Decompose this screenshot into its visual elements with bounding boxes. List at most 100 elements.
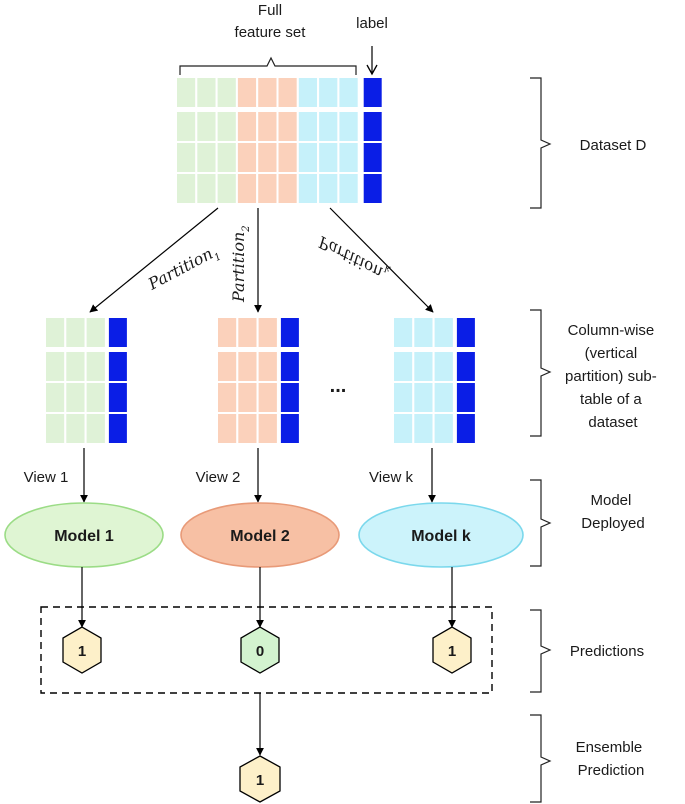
table-cell: [195, 76, 218, 109]
table-cell: [44, 316, 67, 349]
table-cell: [392, 350, 415, 383]
table-cell: [215, 76, 238, 109]
table-cell: [175, 76, 198, 109]
table-cell: [256, 76, 279, 109]
model-annotation: Model Deployed: [581, 492, 644, 532]
table-cell: [392, 381, 415, 414]
label-cell: [278, 316, 301, 349]
table-cell: [84, 350, 107, 383]
modelk-label: Model k: [411, 528, 471, 545]
table-cell: [337, 76, 360, 109]
subtable-brace: [530, 309, 552, 437]
table-cell: [412, 412, 435, 445]
dataset-annotation: Dataset D: [580, 137, 647, 154]
table-cell: [235, 141, 259, 174]
ensemble-value: 1: [256, 772, 264, 789]
table-cell: [432, 316, 455, 349]
viewk-label: View k: [369, 469, 413, 486]
model-brace: [530, 479, 552, 567]
table-cell: [432, 412, 455, 445]
dataset-table: [175, 76, 384, 205]
label-cell: [278, 412, 301, 445]
table-cell: [216, 381, 239, 414]
label-cell: [361, 141, 384, 174]
model1-label: Model 1: [54, 528, 114, 545]
prediction2-hexagon: [240, 626, 280, 674]
prediction1-value: 1: [78, 643, 86, 660]
table-cell: [392, 316, 415, 349]
table-cell: [215, 110, 238, 143]
label-cell: [361, 76, 384, 109]
table-cell: [296, 76, 320, 109]
table-cell: [44, 381, 67, 414]
table-cell: [392, 412, 415, 445]
table-cell: [412, 316, 435, 349]
model1-node: [4, 502, 164, 568]
table-cell: [64, 316, 87, 349]
table-cell: [195, 141, 218, 174]
table-cell: [84, 381, 107, 414]
sub-table-view1: [44, 316, 129, 445]
table-cell: [256, 350, 279, 383]
modelk-node: [358, 502, 524, 568]
table-cell: [276, 141, 299, 174]
table-cell: [175, 141, 198, 174]
partition1-label: Partition1: [144, 241, 223, 298]
table-cell: [412, 381, 435, 414]
table-cell: [337, 110, 360, 143]
table-cell: [412, 350, 435, 383]
label-cell: [454, 381, 477, 414]
partition2-label: Partition2: [229, 225, 252, 303]
ellipsis: ...: [330, 375, 347, 397]
label-header: label: [356, 15, 388, 32]
table-cell: [84, 412, 107, 445]
partitionk-label: Partitionk: [314, 228, 393, 285]
label-cell: [454, 412, 477, 445]
table-cell: [256, 110, 279, 143]
sub-table-view2: [216, 316, 301, 445]
table-cell: [44, 350, 67, 383]
table-cell: [235, 76, 259, 109]
table-cell: [195, 172, 218, 205]
label-cell: [106, 381, 129, 414]
label-cell: [278, 350, 301, 383]
table-cell: [337, 172, 360, 205]
ensemble-brace: [530, 714, 552, 803]
predictions-brace: [530, 609, 552, 693]
label-cell: [106, 316, 129, 349]
table-cell: [337, 141, 360, 174]
table-cell: [215, 141, 238, 174]
table-cell: [296, 110, 320, 143]
subtable-annotation: Column-wise (vertical partition) sub- ta…: [565, 322, 661, 431]
table-cell: [236, 412, 259, 445]
label-cell: [454, 350, 477, 383]
table-cell: [216, 316, 239, 349]
table-cell: [256, 172, 279, 205]
table-cell: [317, 110, 340, 143]
table-cell: [296, 141, 320, 174]
ensemble-annotation: Ensemble Prediction: [576, 739, 647, 779]
table-cell: [64, 350, 87, 383]
partition1-arrow: [89, 207, 219, 313]
table-cell: [256, 412, 279, 445]
full-feature-set-label-line2: feature set: [235, 24, 307, 41]
table-cell: [276, 110, 299, 143]
table-cell: [256, 316, 279, 349]
table-cell: [235, 172, 259, 205]
table-cell: [64, 412, 87, 445]
ensemble-hexagon: [239, 755, 281, 803]
prediction1-hexagon: [62, 626, 102, 674]
table-cell: [84, 316, 107, 349]
label-cell: [106, 412, 129, 445]
table-cell: [276, 76, 299, 109]
table-cell: [432, 381, 455, 414]
table-cell: [175, 110, 198, 143]
feature-set-brace: [179, 56, 357, 75]
table-cell: [317, 76, 340, 109]
table-cell: [235, 110, 259, 143]
label-cell: [106, 350, 129, 383]
table-cell: [432, 350, 455, 383]
table-cell: [256, 141, 279, 174]
predictionk-hexagon: [432, 626, 472, 674]
